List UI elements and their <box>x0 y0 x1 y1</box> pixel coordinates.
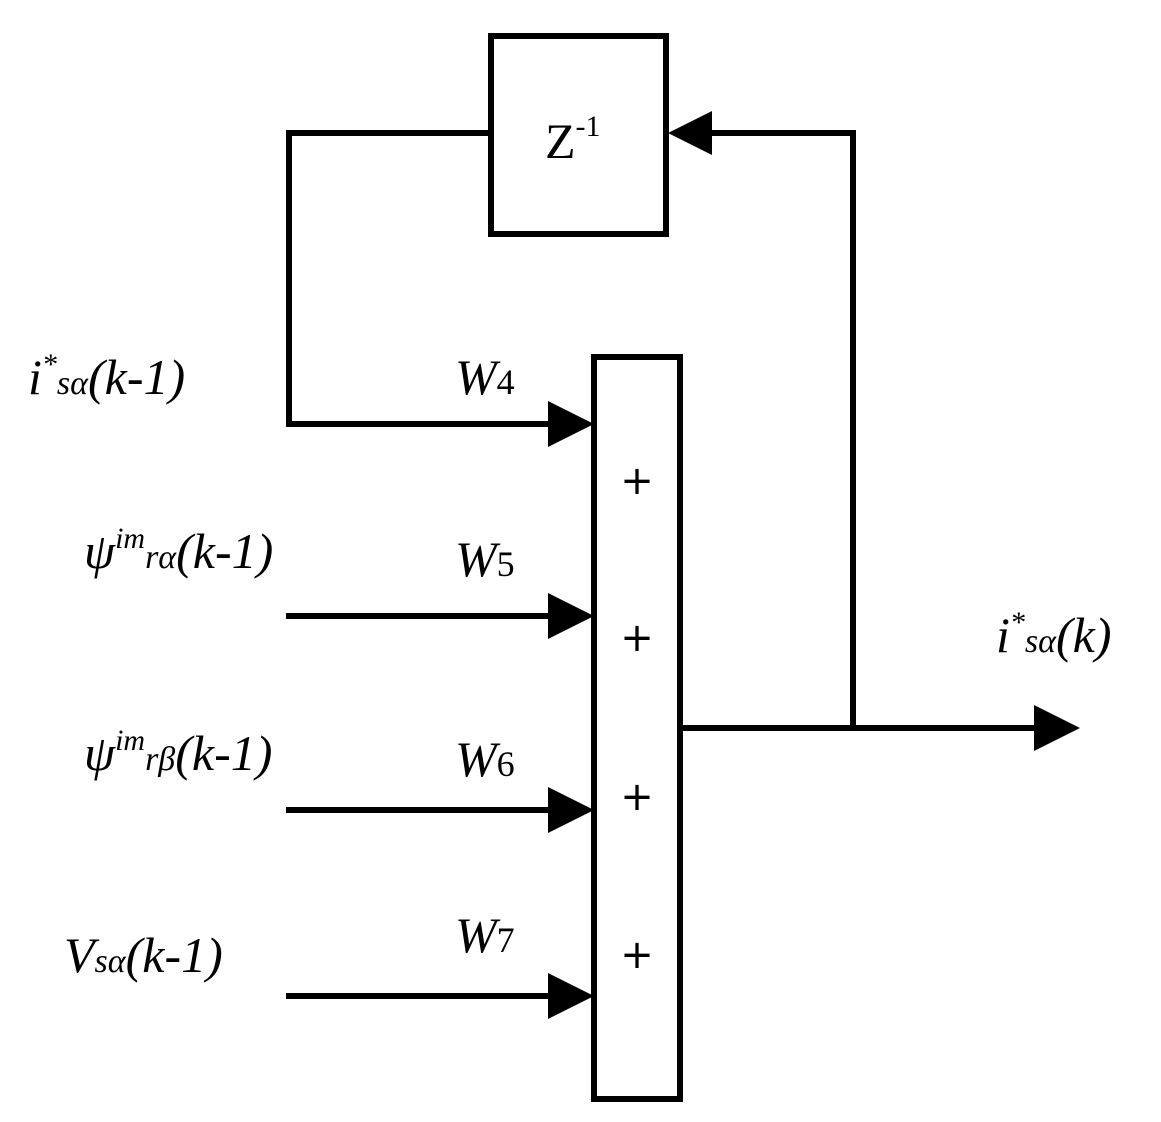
weight-w5-index: 5 <box>497 544 515 584</box>
weight-w6-letter: W <box>455 731 501 787</box>
weight-w5: W5 <box>455 531 515 587</box>
input1-sub: sα <box>57 365 89 402</box>
input2-symbol: ψ <box>84 523 116 579</box>
input3-symbol: ψ <box>84 725 116 781</box>
weight-w7-index: 7 <box>497 920 515 960</box>
input3-arrowhead <box>548 787 594 833</box>
input3-sub: rβ <box>145 741 175 778</box>
output-arrowhead <box>1034 705 1080 751</box>
delay-base: Z <box>545 113 576 169</box>
input2-sub: rα <box>145 539 177 576</box>
output-sup: * <box>1010 606 1025 639</box>
weight-w6: W6 <box>455 731 515 787</box>
output-sub: sα <box>1025 623 1057 660</box>
feedback-wire-from-delay <box>286 130 553 427</box>
input3-sup: im <box>115 724 145 757</box>
input1-arrowhead <box>548 401 594 447</box>
input1-sup: * <box>42 348 57 381</box>
input2-arg: (k-1) <box>176 523 273 579</box>
delay-block-label: Z-1 <box>545 110 601 169</box>
feedback-wire-to-delay <box>707 130 856 731</box>
summer-sign-4: + <box>620 932 654 978</box>
input1-symbol: i <box>28 349 42 405</box>
weight-w7-letter: W <box>455 907 501 963</box>
input4-symbol: V <box>64 927 100 983</box>
input4-label: Vsα(k-1) <box>64 927 223 983</box>
weight-w4-index: 4 <box>497 362 515 402</box>
summer-sign-2: + <box>620 615 654 661</box>
weight-w7: W7 <box>455 907 515 963</box>
weight-w6-index: 6 <box>497 744 515 784</box>
weight-w4: W4 <box>455 349 515 405</box>
input4-arrowhead <box>548 973 594 1019</box>
summer-sign-3: + <box>620 774 654 820</box>
weight-w4-letter: W <box>455 349 501 405</box>
input2-sup: im <box>115 522 145 555</box>
delay-exponent: -1 <box>576 110 601 143</box>
weight-w5-letter: W <box>455 531 501 587</box>
output-arg: (k) <box>1056 607 1112 663</box>
input2-arrowhead <box>548 593 594 639</box>
summer-sign-1: + <box>620 458 654 504</box>
output-label: i*sα(k) <box>996 606 1111 663</box>
summing-block <box>591 354 683 1102</box>
input1-label: i*sα(k-1) <box>28 348 185 405</box>
input4-sub: sα <box>95 943 127 980</box>
output-symbol: i <box>996 607 1010 663</box>
input3-arg: (k-1) <box>175 725 272 781</box>
input2-label: ψimrα(k-1) <box>84 522 273 579</box>
input4-arg: (k-1) <box>126 927 223 983</box>
input1-arg: (k-1) <box>88 349 185 405</box>
input3-label: ψimrβ(k-1) <box>84 724 272 781</box>
delay-input-arrowhead <box>668 111 712 155</box>
